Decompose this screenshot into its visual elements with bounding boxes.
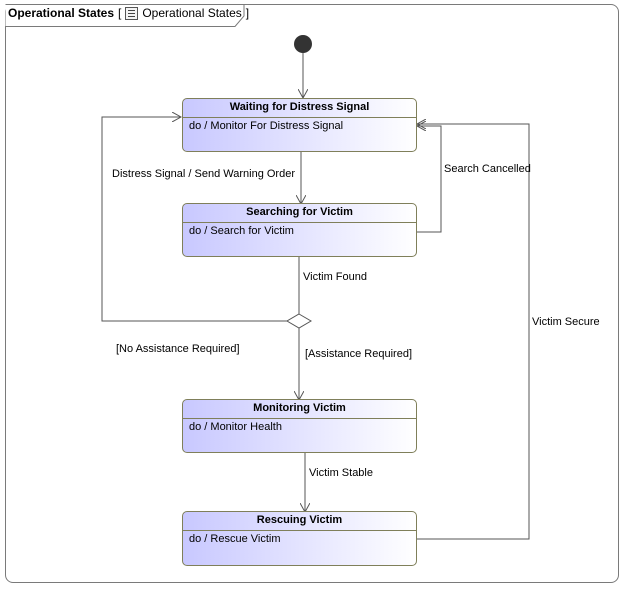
state-activity: do / Search for Victim (189, 225, 294, 237)
diagram-icon (125, 6, 139, 20)
state-name: Rescuing Victim (183, 512, 416, 531)
state-activity: do / Monitor Health (189, 421, 282, 433)
edge-victim-secure (416, 124, 530, 540)
label-victim-secure: Victim Secure (532, 316, 600, 328)
initial-node[interactable] (294, 35, 312, 53)
label-distress: Distress Signal / Send Warning Order (112, 168, 295, 180)
label-no-assistance: [No Assistance Required] (116, 343, 240, 355)
state-name: Searching for Victim (183, 204, 416, 223)
frame-title: Operational States (8, 6, 115, 20)
decision-node[interactable] (286, 313, 312, 329)
ref-diagram-name: Operational States (142, 6, 242, 20)
state-activity: do / Rescue Victim (189, 533, 281, 545)
state-name: Waiting for Distress Signal (183, 99, 416, 118)
label-assistance: [Assistance Required] (305, 348, 412, 360)
state-monitoring[interactable]: Monitoring Victim do / Monitor Health (182, 399, 417, 453)
state-rescuing[interactable]: Rescuing Victim do / Rescue Victim (182, 511, 417, 566)
edge-search-cancelled (416, 126, 442, 233)
label-victim-found: Victim Found (303, 271, 367, 283)
state-searching[interactable]: Searching for Victim do / Search for Vic… (182, 203, 417, 257)
state-activity: do / Monitor For Distress Signal (189, 120, 344, 132)
frame-tab (5, 4, 245, 27)
ref-open-bracket: [ (118, 6, 122, 20)
label-victim-stable: Victim Stable (309, 467, 373, 479)
state-waiting[interactable]: Waiting for Distress Signal do / Monitor… (182, 98, 417, 152)
edge-no-assistance (101, 117, 287, 322)
frame-diagram-ref[interactable]: [ Operational States ] (118, 6, 249, 20)
diagram-frame (5, 4, 619, 583)
label-search-cancelled: Search Cancelled (444, 163, 531, 175)
ref-close-bracket: ] (245, 6, 250, 20)
state-name: Monitoring Victim (183, 400, 416, 419)
